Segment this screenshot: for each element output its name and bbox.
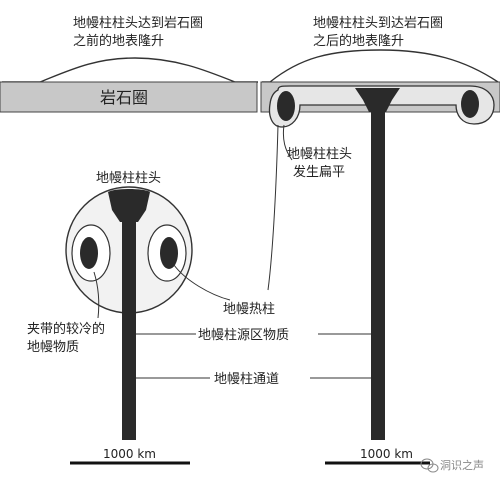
label-plume-source: 地幔柱源区物质 [198, 328, 289, 343]
label-plume-conduit: 地幔柱通道 [214, 372, 279, 387]
flattened-head-vortex-left [277, 91, 295, 121]
plume-head-vortex-left-core [80, 237, 98, 269]
lithosphere-slab-left [0, 81, 258, 113]
label-uplift-after-line2: 之后的地表隆升 [313, 33, 404, 49]
wechat-icon [420, 458, 439, 473]
flattened-head-vortex-right [461, 90, 479, 118]
label-entrained-mantle-line1: 夹带的较冷的 [27, 321, 105, 337]
label-scale-left: 1000 km [103, 447, 156, 461]
plume-head-vortex-right-core [160, 237, 178, 269]
watermark-text: 洞识之声 [440, 458, 484, 472]
label-lithosphere: 岩石圈 [100, 88, 148, 107]
surface-uplift-before [2, 57, 258, 83]
label-entrained-mantle-line2: 地幔物质 [27, 340, 79, 355]
plume-conduit-right [371, 100, 385, 440]
surface-uplift-after [262, 49, 499, 83]
label-uplift-after-line1: 地幔柱柱头到达岩石圈 [313, 16, 443, 31]
plume-conduit-left [122, 212, 136, 440]
leader-thermal-plume-1 [267, 124, 279, 291]
label-thermal-plume: 地幔热柱 [223, 302, 275, 317]
label-plume-head-flatten-line2: 发生扁平 [293, 164, 345, 180]
label-uplift-before-line1: 地幔柱柱头达到岩石圈 [73, 16, 203, 31]
label-uplift-before-line2: 之前的地表隆升 [73, 33, 164, 49]
label-scale-right: 1000 km [360, 447, 413, 461]
flattened-plume-head-outline [268, 85, 495, 128]
label-plume-head: 地幔柱柱头 [96, 171, 161, 186]
label-plume-head-flatten-line1: 地幔柱柱头 [287, 147, 352, 162]
leader-entrained-mantle [93, 271, 100, 319]
leader-flatten-to-head-left [282, 124, 293, 161]
watermark: 洞识之声 [420, 458, 484, 473]
plume-head-cap [108, 189, 150, 222]
leader-thermal-plume-2 [173, 264, 231, 301]
